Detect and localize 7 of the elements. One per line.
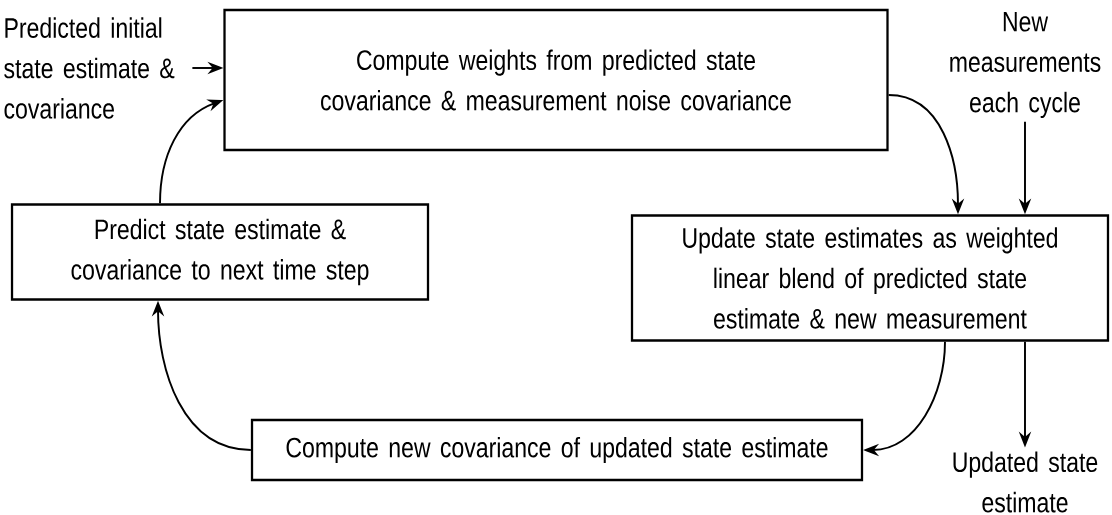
text-label: Predicted initial state estimate & covariance <box>4 17 175 119</box>
text-label: Updated state estimate <box>953 451 1098 513</box>
process-box: Predict state estimate & covariance to next time step <box>10 203 430 301</box>
process-box: Update state estimates as weighted linear blend of predicted state estimate & new measurement <box>630 214 1110 342</box>
process-box: Compute weights from predicted state covariance & measurement noise covariance <box>223 8 889 152</box>
process-box: Compute new covariance of updated state estimate <box>250 418 864 482</box>
text-label: New measurements each cycle <box>950 12 1101 118</box>
